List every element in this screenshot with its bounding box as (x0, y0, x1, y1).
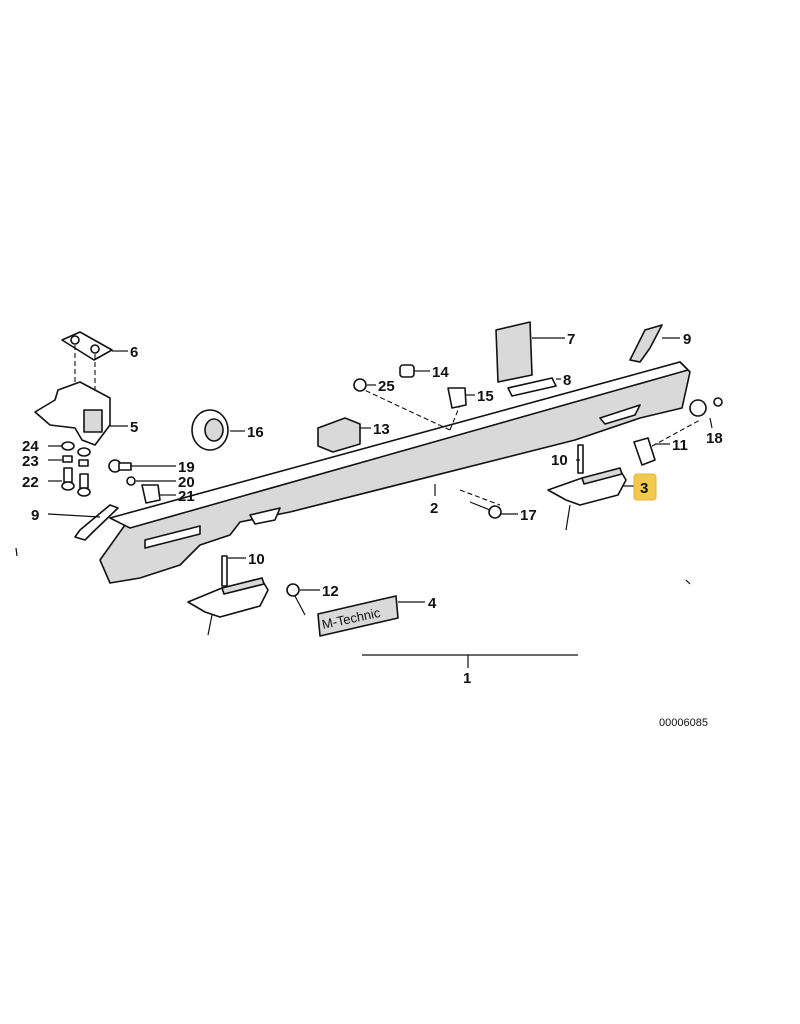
part-6-plate[interactable] (61, 331, 113, 361)
label-8[interactable]: 8 (563, 372, 571, 389)
part-16-grommet[interactable] (191, 409, 229, 451)
part-22-24-fasteners[interactable] (61, 441, 91, 497)
part-14-plug[interactable] (399, 364, 415, 378)
label-21[interactable]: 21 (178, 488, 195, 505)
part-7-bracket[interactable] (495, 321, 533, 383)
diagram-code: 00006085 (659, 717, 708, 729)
highlight-box (633, 473, 657, 501)
part-19-21-screw-nut[interactable] (108, 459, 161, 504)
label-13[interactable]: 13 (373, 421, 390, 438)
part-17-screw[interactable] (469, 501, 502, 519)
label-15[interactable]: 15 (477, 388, 494, 405)
part-12-rivet[interactable] (286, 583, 306, 616)
leader-lines (15, 337, 713, 668)
part-9-left-clip[interactable] (74, 504, 119, 541)
label-14[interactable]: 14 (432, 364, 449, 381)
part-4-badge[interactable]: M-Technic (317, 595, 399, 637)
label-17[interactable]: 17 (520, 507, 537, 524)
part-18-screw[interactable] (689, 397, 723, 417)
rocker-panel[interactable] (99, 361, 691, 584)
label-4[interactable]: 4 (428, 595, 437, 612)
label-12[interactable]: 12 (322, 583, 339, 600)
label-3[interactable]: 3 (640, 480, 648, 497)
label-10-right[interactable]: 10 (551, 452, 568, 469)
part-15-clip[interactable] (447, 387, 467, 409)
part-25-plug[interactable] (353, 378, 367, 392)
label-6[interactable]: 6 (130, 344, 138, 361)
label-16[interactable]: 16 (247, 424, 264, 441)
part-3-step-pad[interactable] (547, 444, 627, 506)
part-8-bracket[interactable] (507, 377, 557, 397)
label-18[interactable]: 18 (706, 430, 723, 447)
label-9-left[interactable]: 9 (31, 507, 39, 524)
label-22[interactable]: 22 (22, 474, 39, 491)
part-5-bracket[interactable] (34, 381, 111, 446)
part-step-pad-lower[interactable] (187, 555, 269, 618)
label-9-right[interactable]: 9 (683, 331, 691, 348)
label-11[interactable]: 11 (672, 437, 688, 454)
part-13-block[interactable] (317, 417, 361, 453)
label-1[interactable]: 1 (463, 670, 471, 687)
label-5[interactable]: 5 (130, 419, 138, 436)
label-7[interactable]: 7 (567, 331, 575, 348)
label-20[interactable]: 20 (178, 474, 195, 491)
label-19[interactable]: 19 (178, 459, 195, 476)
label-10-left[interactable]: 10 (248, 551, 265, 568)
label-24[interactable]: 24 (22, 438, 39, 455)
label-2[interactable]: 2 (430, 500, 438, 517)
part-11-clip[interactable] (633, 437, 656, 466)
label-23[interactable]: 23 (22, 453, 39, 470)
label-25[interactable]: 25 (378, 378, 395, 395)
part-9-right-clip[interactable] (629, 324, 663, 363)
